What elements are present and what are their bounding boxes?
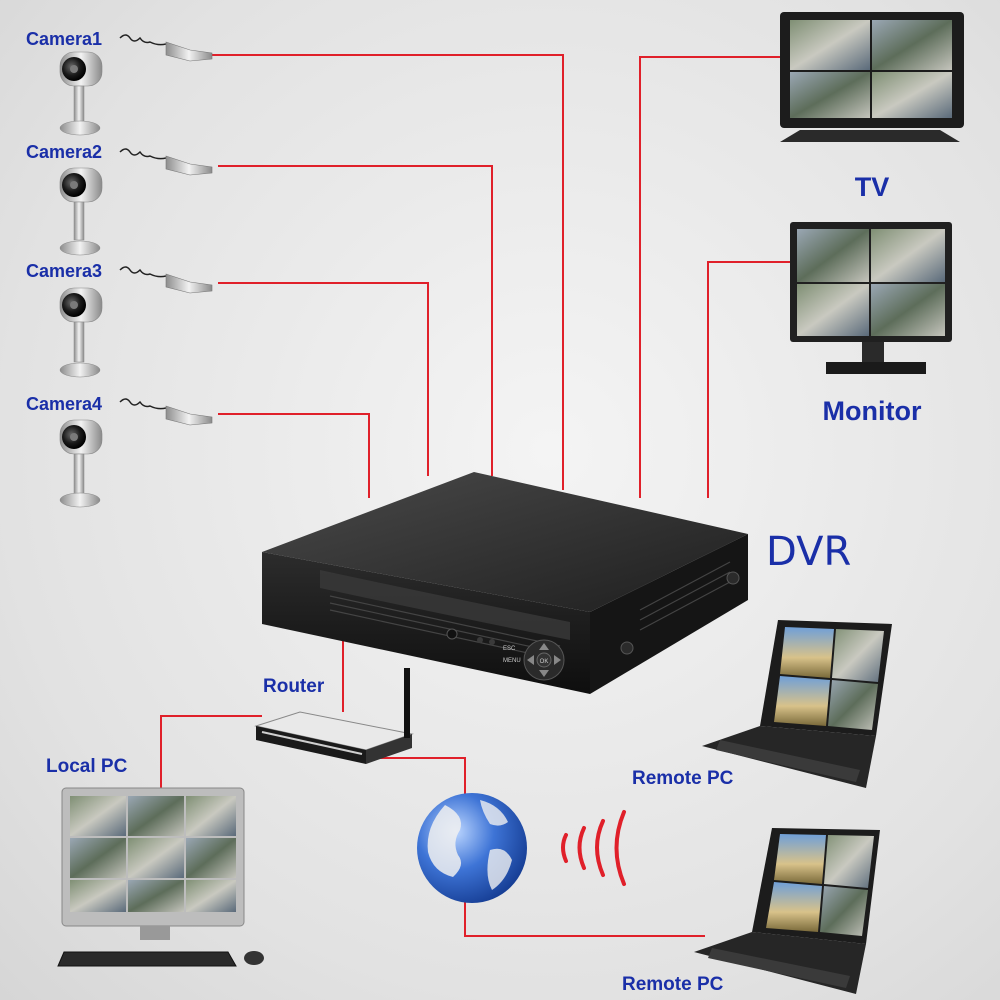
local-pc-device bbox=[57, 787, 264, 967]
dvr-device: ESC MENU OK bbox=[262, 472, 748, 694]
router-device bbox=[254, 668, 414, 764]
camera-2 bbox=[59, 148, 213, 256]
wireless-signal-icon bbox=[561, 810, 626, 886]
internet-globe bbox=[417, 793, 527, 903]
local-pc-mouse bbox=[244, 951, 264, 965]
dvr-ok-button[interactable]: OK bbox=[540, 659, 549, 665]
wire-camera1 bbox=[212, 54, 564, 490]
monitor-screen bbox=[797, 229, 945, 336]
camera-2-label: Camera2 bbox=[26, 142, 102, 162]
remote-pc-1-device bbox=[702, 620, 892, 788]
remote-pc-1-screen bbox=[774, 627, 884, 730]
dvr-hdd-led bbox=[489, 639, 495, 645]
router-label: Router bbox=[263, 676, 325, 697]
wire-monitor bbox=[707, 261, 790, 498]
dvr-power-led bbox=[477, 637, 483, 643]
wire-remote-pc-2 bbox=[464, 898, 705, 937]
wire-internet bbox=[370, 757, 466, 802]
remote-pc-2-device bbox=[694, 828, 880, 994]
camera-4 bbox=[59, 398, 213, 508]
wire-local-pc bbox=[160, 715, 262, 790]
camera-3 bbox=[59, 266, 213, 378]
tv-device bbox=[780, 12, 964, 142]
dvr-ir-sensor bbox=[446, 628, 458, 640]
local-pc-screen bbox=[70, 796, 236, 912]
camera-1-label: Camera1 bbox=[26, 29, 102, 49]
tv-label: TV bbox=[855, 172, 890, 202]
camera-4-label: Camera4 bbox=[26, 394, 102, 414]
dvr-label: DVR bbox=[766, 529, 851, 575]
dvr-menu-button[interactable]: MENU bbox=[503, 658, 521, 664]
router-antenna bbox=[404, 668, 410, 738]
camera-3-label: Camera3 bbox=[26, 261, 102, 281]
remote-pc-2-screen bbox=[766, 834, 874, 936]
remote-pc-2-label: Remote PC bbox=[622, 974, 724, 995]
dvr-vents bbox=[329, 561, 731, 661]
wire-camera3 bbox=[218, 282, 429, 476]
dvr-nav-pad[interactable]: OK bbox=[523, 639, 565, 681]
labels: Camera1 Camera2 Camera3 Camera4 TV Monit… bbox=[26, 29, 922, 995]
dvr-esc-button[interactable]: ESC bbox=[503, 646, 516, 652]
camera-1 bbox=[59, 34, 213, 136]
remote-pc-1-label: Remote PC bbox=[632, 768, 734, 789]
wire-camera4 bbox=[218, 413, 370, 498]
wire-camera2 bbox=[218, 165, 493, 476]
monitor-label: Monitor bbox=[823, 396, 922, 426]
dvr-side-port bbox=[620, 641, 634, 655]
monitor-device bbox=[790, 222, 952, 374]
tv-screen bbox=[790, 20, 952, 118]
local-pc-label: Local PC bbox=[46, 756, 128, 777]
wires bbox=[160, 54, 790, 937]
wire-tv bbox=[639, 56, 780, 498]
local-pc-keyboard bbox=[57, 951, 237, 967]
dvr-back-port bbox=[726, 571, 740, 585]
